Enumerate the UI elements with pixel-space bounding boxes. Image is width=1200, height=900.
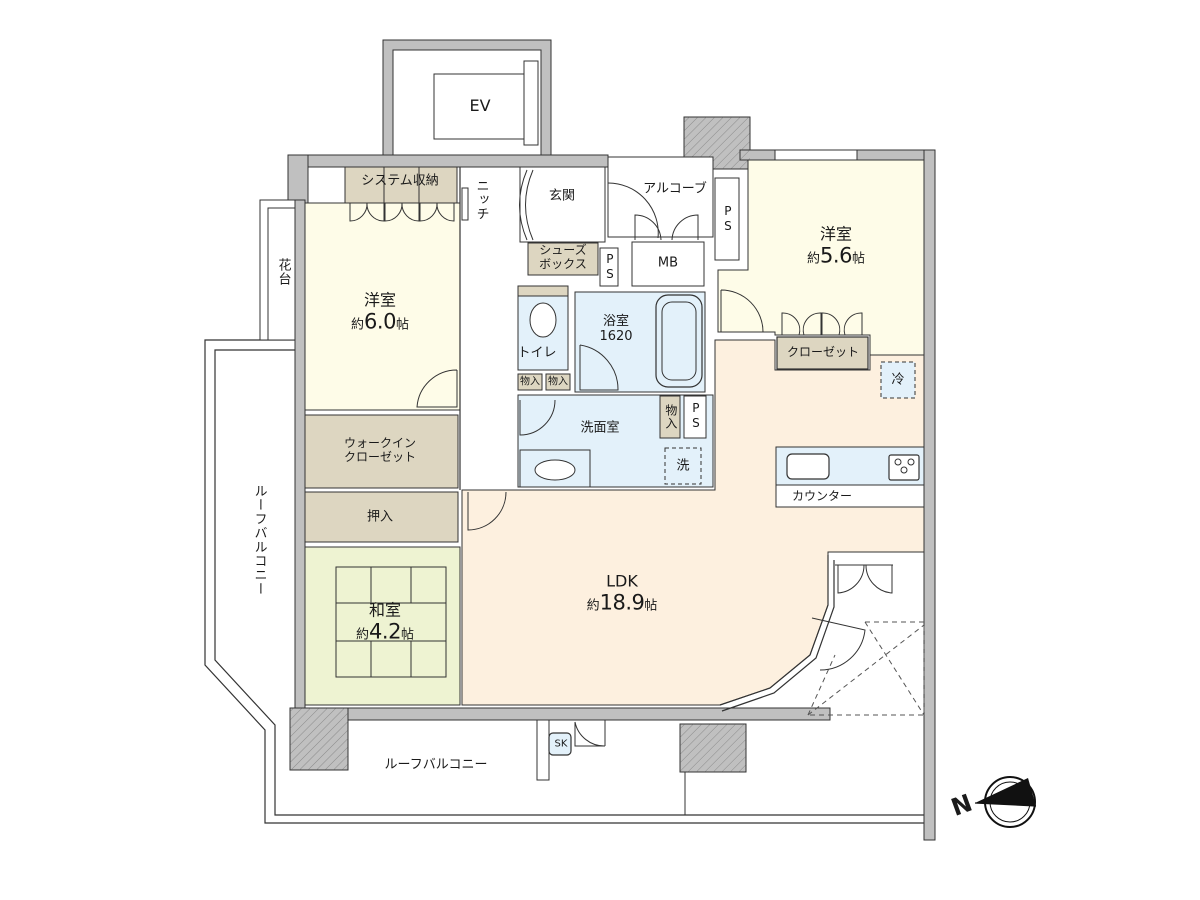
shoe-box-label: シューズボックス [539, 243, 587, 271]
pipe-space-3-label: PS [720, 204, 735, 234]
closet-label: クローゼット [786, 345, 860, 360]
fridge-space [880, 361, 916, 399]
slop-sink-label: SK [554, 738, 568, 750]
niche-label: ニッチ [473, 179, 489, 221]
bathtub [655, 294, 703, 388]
storage-2 [545, 373, 571, 391]
slop-sink [548, 732, 572, 756]
storage-3 [659, 395, 681, 439]
compass-icon [974, 776, 1037, 828]
storage-3-label: 物入 [663, 404, 678, 430]
toilet-label: トイレ [517, 345, 557, 361]
pipe-space-1-label: PS [602, 252, 617, 282]
washroom-label: 洗面室 [580, 420, 620, 436]
pipe-space-3 [714, 177, 740, 261]
roof-balcony-outline [204, 339, 925, 824]
meter-box-label: MB [657, 255, 679, 271]
pipe-space-2-label: PS [688, 401, 703, 431]
bathroom-label: 浴室 1620 [599, 314, 633, 344]
kitchen-counter [775, 446, 925, 508]
system-storage-label: システム収納 [361, 173, 439, 189]
ev-label: EV [469, 95, 491, 115]
fridge-label: 冷 [891, 372, 905, 388]
pipe-space-2 [683, 395, 707, 439]
japanese-room-label: 和室 約4.2帖 [356, 600, 414, 645]
ldk-label: LDK 約18.9帖 [586, 571, 658, 616]
walk-in-closet [304, 414, 459, 489]
japanese-room [304, 546, 461, 706]
tatami-mats [335, 566, 447, 678]
oshiire-label: 押入 [366, 509, 394, 525]
walk-in-closet-label: ウォークインクローゼット [343, 436, 417, 464]
alcove [607, 156, 714, 238]
western-room-1 [304, 202, 461, 411]
roof-balcony-south-label: ルーフバルコニー [384, 757, 488, 773]
washer-space [664, 447, 702, 485]
storage-1 [517, 373, 543, 391]
western-room-1-label: 洋室 約6.0帖 [351, 290, 409, 335]
niche [461, 187, 469, 221]
oshiire [304, 491, 459, 543]
flower-stand-label: 花台 [275, 258, 291, 286]
elevator-shaft [382, 39, 552, 161]
storage-2-label: 物入 [548, 376, 568, 388]
closet [776, 336, 869, 370]
entrance [519, 166, 606, 243]
exterior-walls [287, 116, 936, 841]
roof-balcony-west-label: ルーフバルコニー [251, 484, 267, 596]
system-storage [344, 166, 458, 204]
storage-1-label: 物入 [520, 376, 540, 388]
bay-window [719, 555, 835, 712]
pipe-space-1 [599, 247, 619, 287]
shoe-box [527, 242, 599, 276]
western-room-2 [717, 159, 925, 356]
counter-label: カウンター [791, 489, 853, 504]
alcove-label: アルコーブ [643, 181, 707, 197]
entrance-label: 玄関 [548, 188, 576, 204]
meter-box [631, 241, 705, 287]
washer-label: 洗 [676, 458, 690, 474]
western-room-2-label: 洋室 約5.6帖 [807, 224, 865, 269]
